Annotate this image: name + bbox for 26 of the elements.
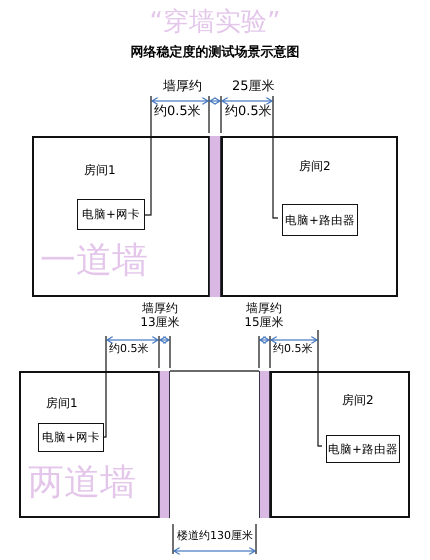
scenario-label: 一道墙 <box>40 240 148 282</box>
dimension-label: 约0.5米 <box>109 343 148 356</box>
room-label: 房间1 <box>84 162 116 179</box>
scenario-label: 两道墙 <box>28 462 136 504</box>
wall-bar <box>159 371 170 518</box>
dimension-label: 楼道约130厘米 <box>177 530 253 543</box>
wall-bar <box>209 136 221 297</box>
dimension-label: 约0.5米 <box>225 105 272 120</box>
device-box: 电脑+网卡 <box>77 199 145 230</box>
room-label: 房间2 <box>299 158 331 175</box>
dimension-label: 25厘米 <box>232 80 275 95</box>
device-box: 电脑+网卡 <box>38 423 104 452</box>
wall-bar <box>259 371 270 518</box>
room-box <box>270 371 410 518</box>
title: “穿墙实验” <box>148 8 282 38</box>
dimension-label: 约0.5米 <box>273 343 312 356</box>
room-label: 房间1 <box>46 395 78 412</box>
dimension-label: 约0.5米 <box>154 105 201 120</box>
dimension-label: 墙厚约 15厘米 <box>244 302 284 330</box>
device-box: 电脑+路由器 <box>326 435 400 463</box>
room-box <box>221 136 398 297</box>
room-label: 房间2 <box>342 392 374 409</box>
device-box: 电脑+路由器 <box>282 204 358 236</box>
subtitle: 网络稳定度的测试场景示意图 <box>130 46 300 61</box>
dimension-label: 墙厚约 13厘米 <box>140 302 180 330</box>
dimension-label: 墙厚约 <box>163 80 202 95</box>
